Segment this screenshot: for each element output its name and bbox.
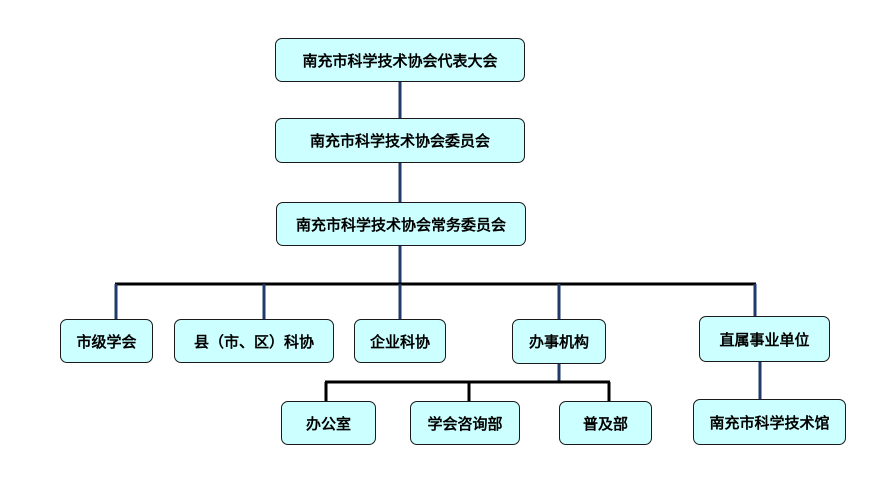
node-consulting: 学会咨询部 [410, 401, 520, 445]
node-offices: 办事机构 [512, 319, 606, 364]
node-county-assoc-label: 县（市、区）科协 [193, 332, 314, 351]
node-congress-label: 南充市科学技术协会代表大会 [302, 51, 498, 70]
node-committee: 南充市科学技术协会委员会 [275, 118, 525, 163]
node-standing: 南充市科学技术协会常务委员会 [276, 202, 526, 246]
node-general-office: 办公室 [281, 401, 376, 445]
node-museum: 南充市科学技术馆 [693, 399, 846, 445]
node-city-societies: 市级学会 [60, 319, 153, 363]
node-enterprise-assoc: 企业科协 [354, 319, 446, 363]
node-consulting-label: 学会咨询部 [427, 414, 503, 433]
node-city-societies-label: 市级学会 [76, 332, 137, 351]
node-offices-label: 办事机构 [528, 333, 589, 351]
node-congress: 南充市科学技术协会代表大会 [275, 38, 525, 82]
node-county-assoc: 县（市、区）科协 [174, 319, 334, 363]
node-affiliated: 直属事业单位 [699, 316, 830, 362]
node-enterprise-assoc-label: 企业科协 [369, 332, 430, 351]
node-affiliated-label: 直属事业单位 [719, 330, 810, 349]
node-museum-label: 南充市科学技术馆 [709, 413, 830, 432]
node-popularization-label: 普及部 [582, 414, 628, 433]
node-popularization: 普及部 [559, 401, 652, 445]
node-standing-label: 南充市科学技术协会常务委员会 [295, 215, 506, 234]
node-committee-label: 南充市科学技术协会委员会 [309, 132, 490, 150]
node-general-office-label: 办公室 [305, 414, 351, 433]
